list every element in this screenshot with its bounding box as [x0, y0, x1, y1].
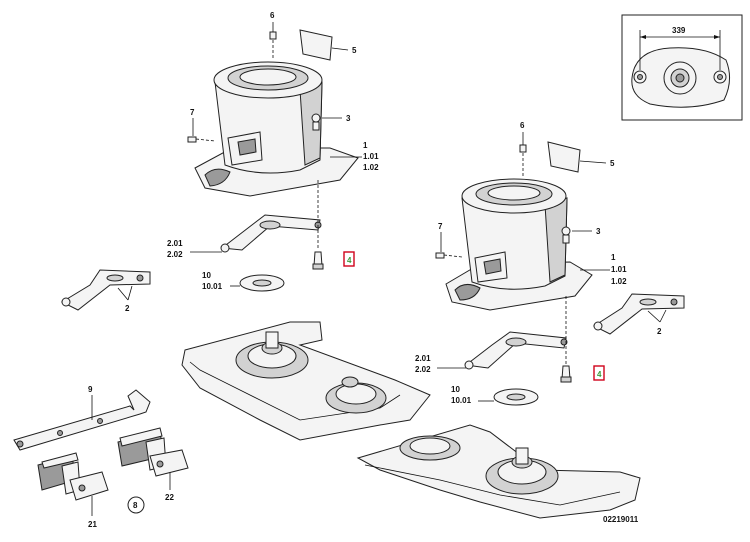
label-10-left: 10	[202, 271, 211, 280]
label-7-left: 7	[190, 108, 195, 117]
nut-3-left	[311, 113, 321, 131]
inset-dimension-label: 339	[672, 26, 686, 35]
label-5-right: 5	[610, 159, 615, 168]
shim-left	[299, 29, 333, 61]
bolt-6-left	[269, 31, 277, 40]
label-10-right: 10	[451, 385, 460, 394]
bracket-right	[464, 331, 568, 370]
label-6-left: 6	[270, 11, 275, 20]
bolt-7-right	[435, 252, 463, 259]
bracket-left	[220, 214, 322, 253]
label-1001-left: 10.01	[202, 282, 223, 291]
label-201-right: 2.01	[415, 354, 431, 363]
cutter-bar-right	[356, 424, 641, 519]
label-6-right: 6	[520, 121, 525, 130]
blade-set-22	[117, 427, 189, 477]
label-1001-right: 10.01	[451, 396, 472, 405]
bolt-4-right	[560, 365, 572, 383]
label-1-left: 1	[363, 141, 368, 150]
bolt-4-left	[312, 251, 324, 270]
label-2-right: 2	[657, 327, 662, 336]
support-bracket-2-right	[592, 293, 685, 335]
label-202-right: 2.02	[415, 365, 431, 374]
label-7-right: 7	[438, 222, 443, 231]
label-21: 21	[88, 520, 97, 529]
label-202-left: 2.02	[167, 250, 183, 259]
washer-10-left	[239, 274, 285, 292]
label-22: 22	[165, 493, 174, 502]
label-4-right: 4	[597, 370, 602, 379]
washer-10-right	[493, 388, 539, 406]
inset-detail: 339	[621, 14, 743, 121]
label-1-right: 1	[611, 253, 616, 262]
gearbox-housing-left	[194, 61, 359, 197]
label-2-left: 2	[125, 304, 130, 313]
bolt-6-right	[519, 144, 527, 153]
highlight-box-4-right	[593, 365, 605, 381]
gearbox-housing-right	[445, 178, 593, 311]
wrench-9	[13, 389, 151, 451]
bolt-7-left	[187, 136, 216, 143]
label-3-right: 3	[596, 227, 601, 236]
label-101-right: 1.01	[611, 265, 627, 274]
support-bracket-2-left	[60, 269, 151, 311]
label-102-right: 1.02	[611, 277, 627, 286]
label-8: 8	[133, 501, 138, 510]
label-3-left: 3	[346, 114, 351, 123]
drawing-number: 02219011	[603, 515, 639, 524]
label-9: 9	[88, 385, 93, 394]
cutter-bar-left	[181, 321, 431, 441]
label-201-left: 2.01	[167, 239, 183, 248]
label-102-left: 1.02	[363, 163, 379, 172]
nut-3-right	[561, 226, 571, 244]
label-4-left: 4	[347, 256, 352, 265]
blade-set-21	[37, 452, 109, 501]
highlight-box-4-left	[343, 251, 355, 267]
label-101-left: 1.01	[363, 152, 379, 161]
label-5-left: 5	[352, 46, 357, 55]
shim-right	[547, 141, 581, 173]
circle-8	[127, 496, 145, 514]
